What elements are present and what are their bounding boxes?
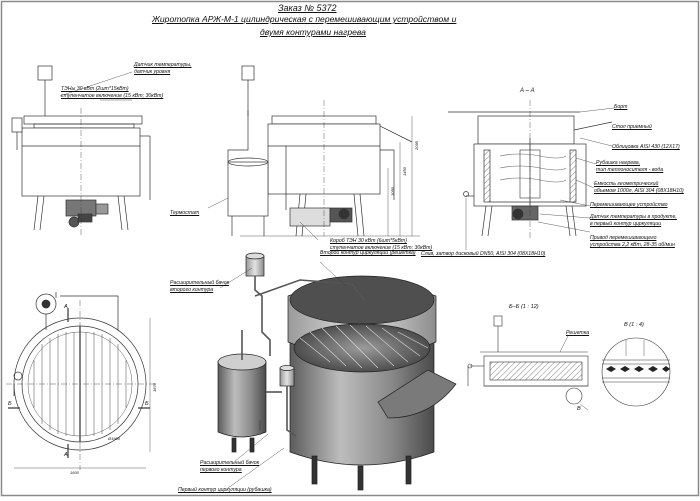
- dim-total-height: 2095: [414, 141, 419, 150]
- label-vessel-2: объемом 1000л, AISI 304 (08Х18Н10): [594, 188, 684, 194]
- label-exp-tank1-1: Расширительный бачок: [200, 460, 260, 466]
- label-table: Стол приемный: [612, 124, 652, 130]
- label-letter-b-left: Б: [8, 401, 12, 407]
- label-box-2: ступенчатое включение (15 кВт; 30кВт): [330, 245, 433, 251]
- label-temp-sensor: Датчик температуры,: [134, 62, 192, 68]
- label-thermostat: Термостат: [170, 210, 200, 216]
- label-detail-v: В (1 : 4): [624, 322, 644, 328]
- label-first-circuit: Первый контур циркуляции (рубашка): [178, 487, 272, 493]
- side-view: [207, 65, 420, 241]
- label-drain: Слив, затвор дисковый DN50, AISI 304 (08…: [421, 251, 546, 257]
- label-second-circuit: Второй контур циркуляции (решетка): [320, 250, 416, 256]
- front-view: [11, 65, 151, 236]
- label-ten-top-2: ступенчатое включение (15 кВт; 30кВт): [61, 93, 164, 99]
- label-jacket-1: Рубашка нагрева,: [596, 160, 641, 166]
- top-view: [6, 292, 156, 470]
- dim-mid-height: 1450: [402, 167, 407, 176]
- label-letter-a-bottom: А: [64, 452, 68, 458]
- label-section-bb: Б–Б (1 : 12): [509, 304, 539, 310]
- label-letter-b-right: Б: [145, 401, 149, 407]
- dim-diameter: Ø1600: [108, 436, 121, 441]
- label-drive-1: Привод перемешивающего: [590, 235, 657, 241]
- label-ten-top-1: ТЭНы 30 кВт (2шт*15кВт): [61, 86, 129, 92]
- section-bb: [467, 315, 589, 411]
- drawing-title-line2: двумя контурами нагрева: [260, 27, 366, 37]
- dim-low-height: 1050: [390, 187, 395, 196]
- dim-top-view-height: 1870: [152, 383, 157, 392]
- label-exp-tank1-2: первого контура: [200, 467, 242, 473]
- order-number: Заказ № 5372: [278, 3, 337, 13]
- section-aa: [448, 100, 615, 250]
- label-exp-tank2-1: Расширительный бачок: [170, 280, 230, 286]
- label-letter-a-top: А: [64, 304, 68, 310]
- drawing-title-line1: Жиротопка АРЖ-М-1 цилиндрическая с перем…: [152, 14, 457, 24]
- label-bort: Борт: [614, 104, 628, 110]
- label-exp-tank2-2: второго контура: [170, 287, 214, 293]
- label-sensor-prod-2: в первый контур циркуляции: [590, 221, 662, 227]
- dim-top-view-width: 1600: [70, 470, 79, 475]
- label-level-sensor: датчик уровня: [134, 69, 171, 75]
- label-sensor-prod-1: Датчик температуры в продукте,: [590, 214, 677, 220]
- label-box-1: Короб ТЭН 30 кВт (6шт*5кВт): [330, 238, 407, 244]
- label-cladding: Облицовка AISI 430 (12Х17): [612, 144, 680, 150]
- detail-v: [601, 337, 671, 407]
- isometric-view: [217, 252, 457, 491]
- label-section-aa: А – А: [520, 88, 535, 94]
- label-jacket-2: тип теплоносителя - вода: [596, 167, 664, 173]
- label-letter-v: В: [577, 406, 581, 412]
- label-grate: Решетка: [566, 330, 590, 336]
- label-vessel-1: Емкость геометрический: [594, 181, 659, 187]
- label-drive-2: устройства 2,2 кВт, 28-35 об/мин: [590, 242, 675, 248]
- label-stirrer: Перемешивающее устройство: [590, 202, 668, 208]
